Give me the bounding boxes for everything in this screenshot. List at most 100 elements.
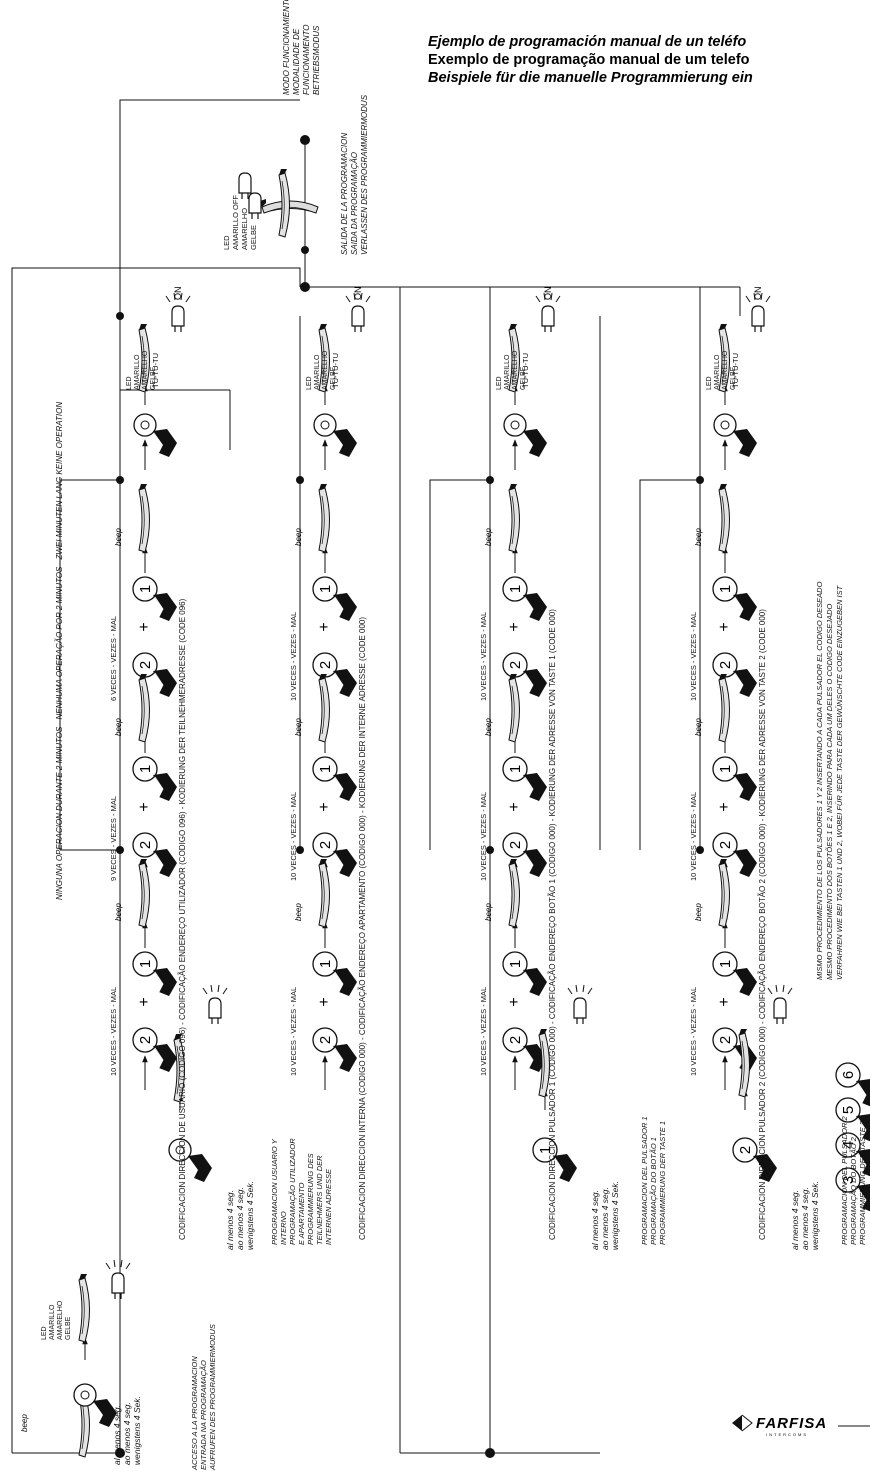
pressing-hand-icon (333, 429, 357, 457)
hold-4s-label: al menos 4 seg. (590, 1190, 601, 1250)
led-bulb (774, 998, 786, 1018)
on-label: ON (353, 287, 363, 301)
beep-label: beep (694, 718, 703, 736)
pressing-hand-icon (188, 1154, 212, 1182)
beep-label: beep (294, 718, 303, 736)
hand-shape (523, 773, 547, 801)
hand-shape (333, 849, 357, 877)
repeat-count-label: 10 VECES - VEZES - MAL (109, 987, 119, 1076)
exit-label: SALIDA DE LA PROGRAMACION (340, 133, 350, 255)
hand-shape (523, 669, 547, 697)
led-pins (242, 193, 248, 199)
digit-label: 2 (137, 661, 154, 669)
logo-sub: INTERCOMS (766, 1432, 808, 1437)
led-pins (545, 326, 551, 332)
led-pins (355, 326, 361, 332)
beep-label: beep (484, 903, 493, 921)
pressing-hand-icon (733, 593, 757, 621)
led-on-icon (106, 1260, 130, 1299)
hold-4s-label: ao menos 4 seg. (122, 1402, 133, 1465)
beep-label: beep (484, 718, 493, 736)
digit-button: 2 (133, 653, 177, 697)
same-procedure-label: VERFAHREN WIE BEI TASTEN 1 UND 2, WOBEI … (835, 586, 845, 980)
pressing-hand-icon (333, 1044, 357, 1072)
pressing-hand-icon (333, 773, 357, 801)
led-rays (768, 985, 792, 994)
title-de: Beispiele für die manuelle Programmierun… (428, 70, 753, 86)
hand-shape (733, 773, 757, 801)
hand-shape (733, 968, 757, 996)
hand-shape (523, 593, 547, 621)
beep-label: beep (484, 528, 493, 546)
digit-label: 6 (840, 1071, 857, 1079)
programming-button-icon (714, 414, 757, 457)
hand-shape (153, 968, 177, 996)
hand-shape (153, 1044, 177, 1072)
handset-icon (319, 674, 330, 742)
led-bulb (352, 306, 364, 326)
hand-shape (733, 669, 757, 697)
plus-sign: + (506, 622, 523, 631)
digit-button: 1 (133, 952, 177, 996)
digit-label: 1 (317, 765, 334, 773)
program-button2-label: PROGRAMMIERUNG DER TASTE 2 (858, 1121, 868, 1245)
pressing-hand-icon (333, 669, 357, 697)
digit-label: 1 (717, 960, 734, 968)
program-user-label: INTERNEN ADRESSE (324, 1169, 334, 1245)
handset-icon (719, 674, 730, 742)
beep-label: beep (114, 528, 123, 546)
plus-sign: + (506, 997, 523, 1006)
button-ring (134, 414, 156, 436)
repeat-count-label: 10 VECES - VEZES - MAL (479, 792, 489, 881)
plus-sign: + (136, 622, 153, 631)
repeat-count-label: 10 VECES - VEZES - MAL (689, 612, 699, 701)
digit-button: 1 (713, 952, 757, 996)
led-pins (755, 326, 761, 332)
digit-button: 1 (503, 757, 547, 801)
digit-label: 2 (507, 661, 524, 669)
digit-label: 1 (317, 960, 334, 968)
led-pins (577, 1018, 583, 1024)
beep-label: beep (694, 528, 703, 546)
farfisa-logo: FARFISA INTERCOMS (732, 1415, 870, 1437)
led-rays (203, 985, 227, 994)
digit-label: 2 (507, 841, 524, 849)
tutu-label: TU-TU-TU (521, 353, 531, 388)
led-on-icon (768, 985, 792, 1024)
handset-icon (139, 484, 150, 552)
digit-label: 2 (717, 661, 734, 669)
hand-shape (333, 429, 357, 457)
pressing-hand-icon (153, 849, 177, 877)
pressing-hand-icon (523, 593, 547, 621)
repeat-count-label: 9 VECES - VEZES - MAL (109, 796, 119, 881)
pressing-hand-icon (523, 429, 547, 457)
on-label: ON (543, 287, 553, 301)
header-titles: Ejemplo de programación manual de un tel… (428, 34, 753, 86)
beep-label: beep (114, 903, 123, 921)
handset-icon (509, 859, 520, 927)
digit-label: 2 (507, 1036, 524, 1044)
repeat-count-label: 10 VECES - VEZES - MAL (289, 792, 299, 881)
led-bulb (542, 306, 554, 326)
pressing-hand-icon (153, 968, 177, 996)
hold-4s-label: al menos 4 seg. (225, 1190, 236, 1250)
digit-button: 1 (503, 577, 547, 621)
connector-lines (12, 100, 740, 1453)
hand-shape (523, 968, 547, 996)
repeat-count-label: 6 VECES - VEZES - MAL (109, 616, 119, 701)
led-on-icon (568, 985, 592, 1024)
plus-sign: + (316, 997, 333, 1006)
digit-button: 1 (313, 952, 357, 996)
coding-label: CODIFICACION DIRECCION PULSADOR 2 (CODIG… (758, 609, 768, 1240)
led-pins (175, 326, 181, 332)
beep-label: beep (114, 718, 123, 736)
digit-button: 2 (503, 653, 547, 697)
hand-shape (523, 849, 547, 877)
tutu-label: TU-TU-TU (331, 353, 341, 388)
pressing-hand-icon (733, 429, 757, 457)
digit-button: 1 (133, 577, 177, 621)
digit-label: 5 (840, 1106, 857, 1114)
plus-sign: + (716, 997, 733, 1006)
hand-shape (153, 773, 177, 801)
plus-sign: + (136, 802, 153, 811)
